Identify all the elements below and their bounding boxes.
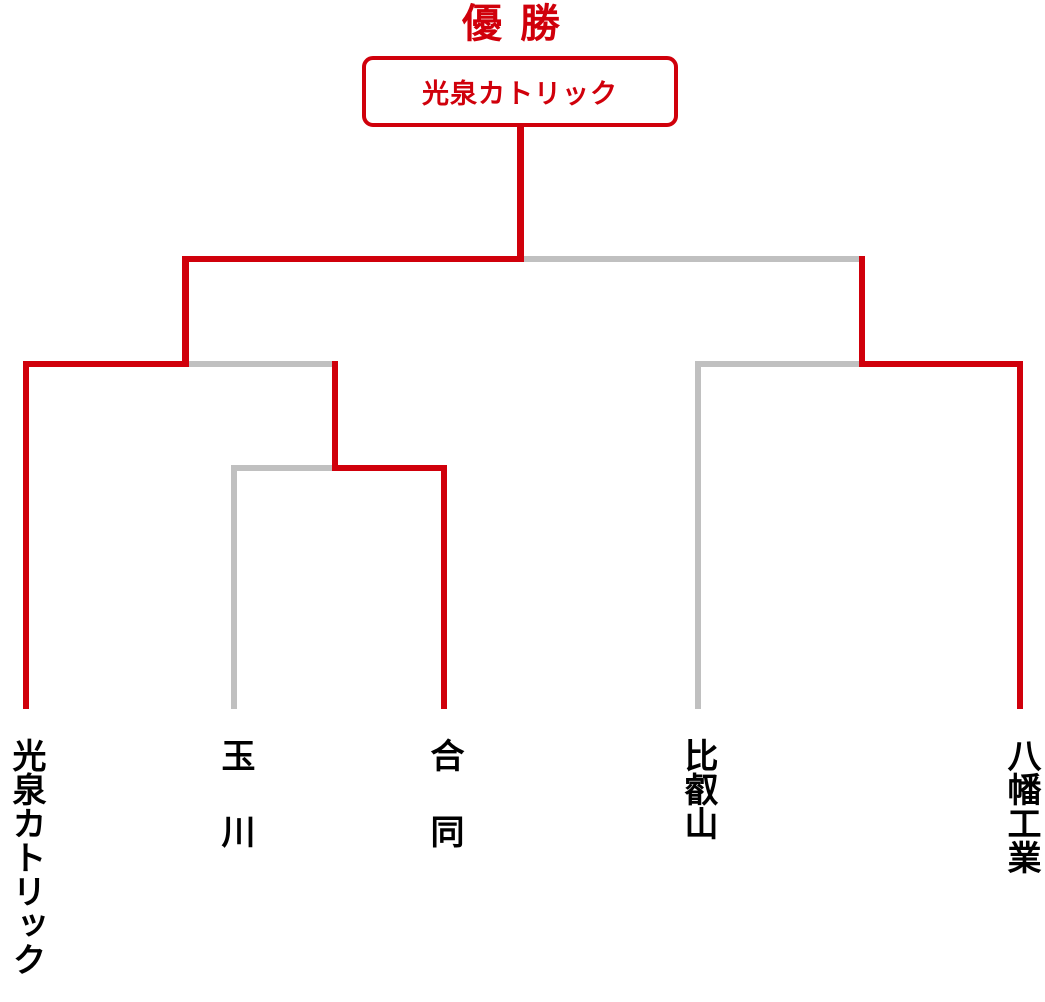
team-label: 合同	[424, 738, 464, 890]
bracket-line-left-semi-stem	[182, 256, 189, 367]
bracket-line-first-round-stem	[332, 361, 338, 471]
bracket-line-first-round-left	[231, 465, 332, 471]
bracket-line-kosen-leg	[23, 361, 29, 709]
team-label: 光泉カトリック	[6, 738, 46, 976]
bracket-line-hachiman-leg	[1017, 361, 1023, 709]
winner-box: 光泉カトリック	[362, 56, 678, 127]
winner-name: 光泉カトリック	[422, 79, 618, 110]
bracket-line-tamagawa-leg	[231, 465, 237, 709]
bracket-line-first-round-right	[332, 465, 447, 471]
bracket-line-final-left	[182, 256, 524, 262]
championship-title: 優勝	[462, 0, 578, 47]
bracket-line-right-semi-right	[859, 361, 1023, 367]
team-label: 八幡工業	[1001, 738, 1041, 874]
bracket-line-right-semi-stem	[859, 256, 865, 367]
bracket-line-godo-leg	[441, 465, 447, 709]
bracket-line-left-semi-right	[189, 361, 332, 367]
bracket-line-left-semi-left	[23, 361, 189, 367]
team-label: 玉川	[215, 738, 255, 890]
bracket-line-right-semi-left	[695, 361, 859, 367]
bracket-line-final-right	[524, 256, 865, 262]
team-label: 比叡山	[678, 738, 718, 840]
bracket-line-final-stem	[517, 127, 524, 262]
bracket-line-hieizan-leg	[695, 361, 701, 709]
